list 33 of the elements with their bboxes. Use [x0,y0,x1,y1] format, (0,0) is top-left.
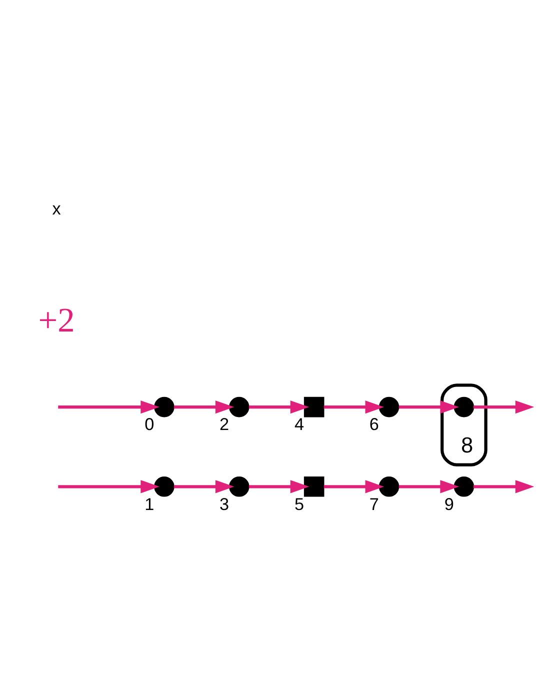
arrow [398,480,459,493]
node-circle [229,476,250,496]
label: +2 [38,300,75,339]
node-label: 0 [144,414,154,434]
node-circle [378,476,400,496]
node-circle [154,396,174,417]
node-label: 9 [444,493,454,514]
arrow [473,400,534,414]
node-circle [454,476,474,496]
arrow [58,400,160,414]
arrow [473,480,534,493]
arrow [398,400,459,414]
node-circle [154,476,174,496]
node-circle [378,396,400,417]
arrow [324,400,384,414]
node-label: 4 [294,414,304,434]
node-box [304,396,324,417]
node-box [304,476,324,496]
node-label: 7 [369,493,379,514]
label: x [52,198,61,218]
node-label: 2 [220,414,230,434]
node-label: 1 [144,493,154,514]
arrow [174,400,234,414]
arrow [248,480,310,493]
arrow [248,400,310,414]
node-label: 3 [220,493,230,514]
arrow [324,480,384,493]
arrow [174,480,234,493]
node-label: 5 [294,493,304,514]
node-circle [229,396,250,417]
node-circle [454,396,474,417]
arrow [58,480,160,493]
node-label: 6 [369,414,379,434]
